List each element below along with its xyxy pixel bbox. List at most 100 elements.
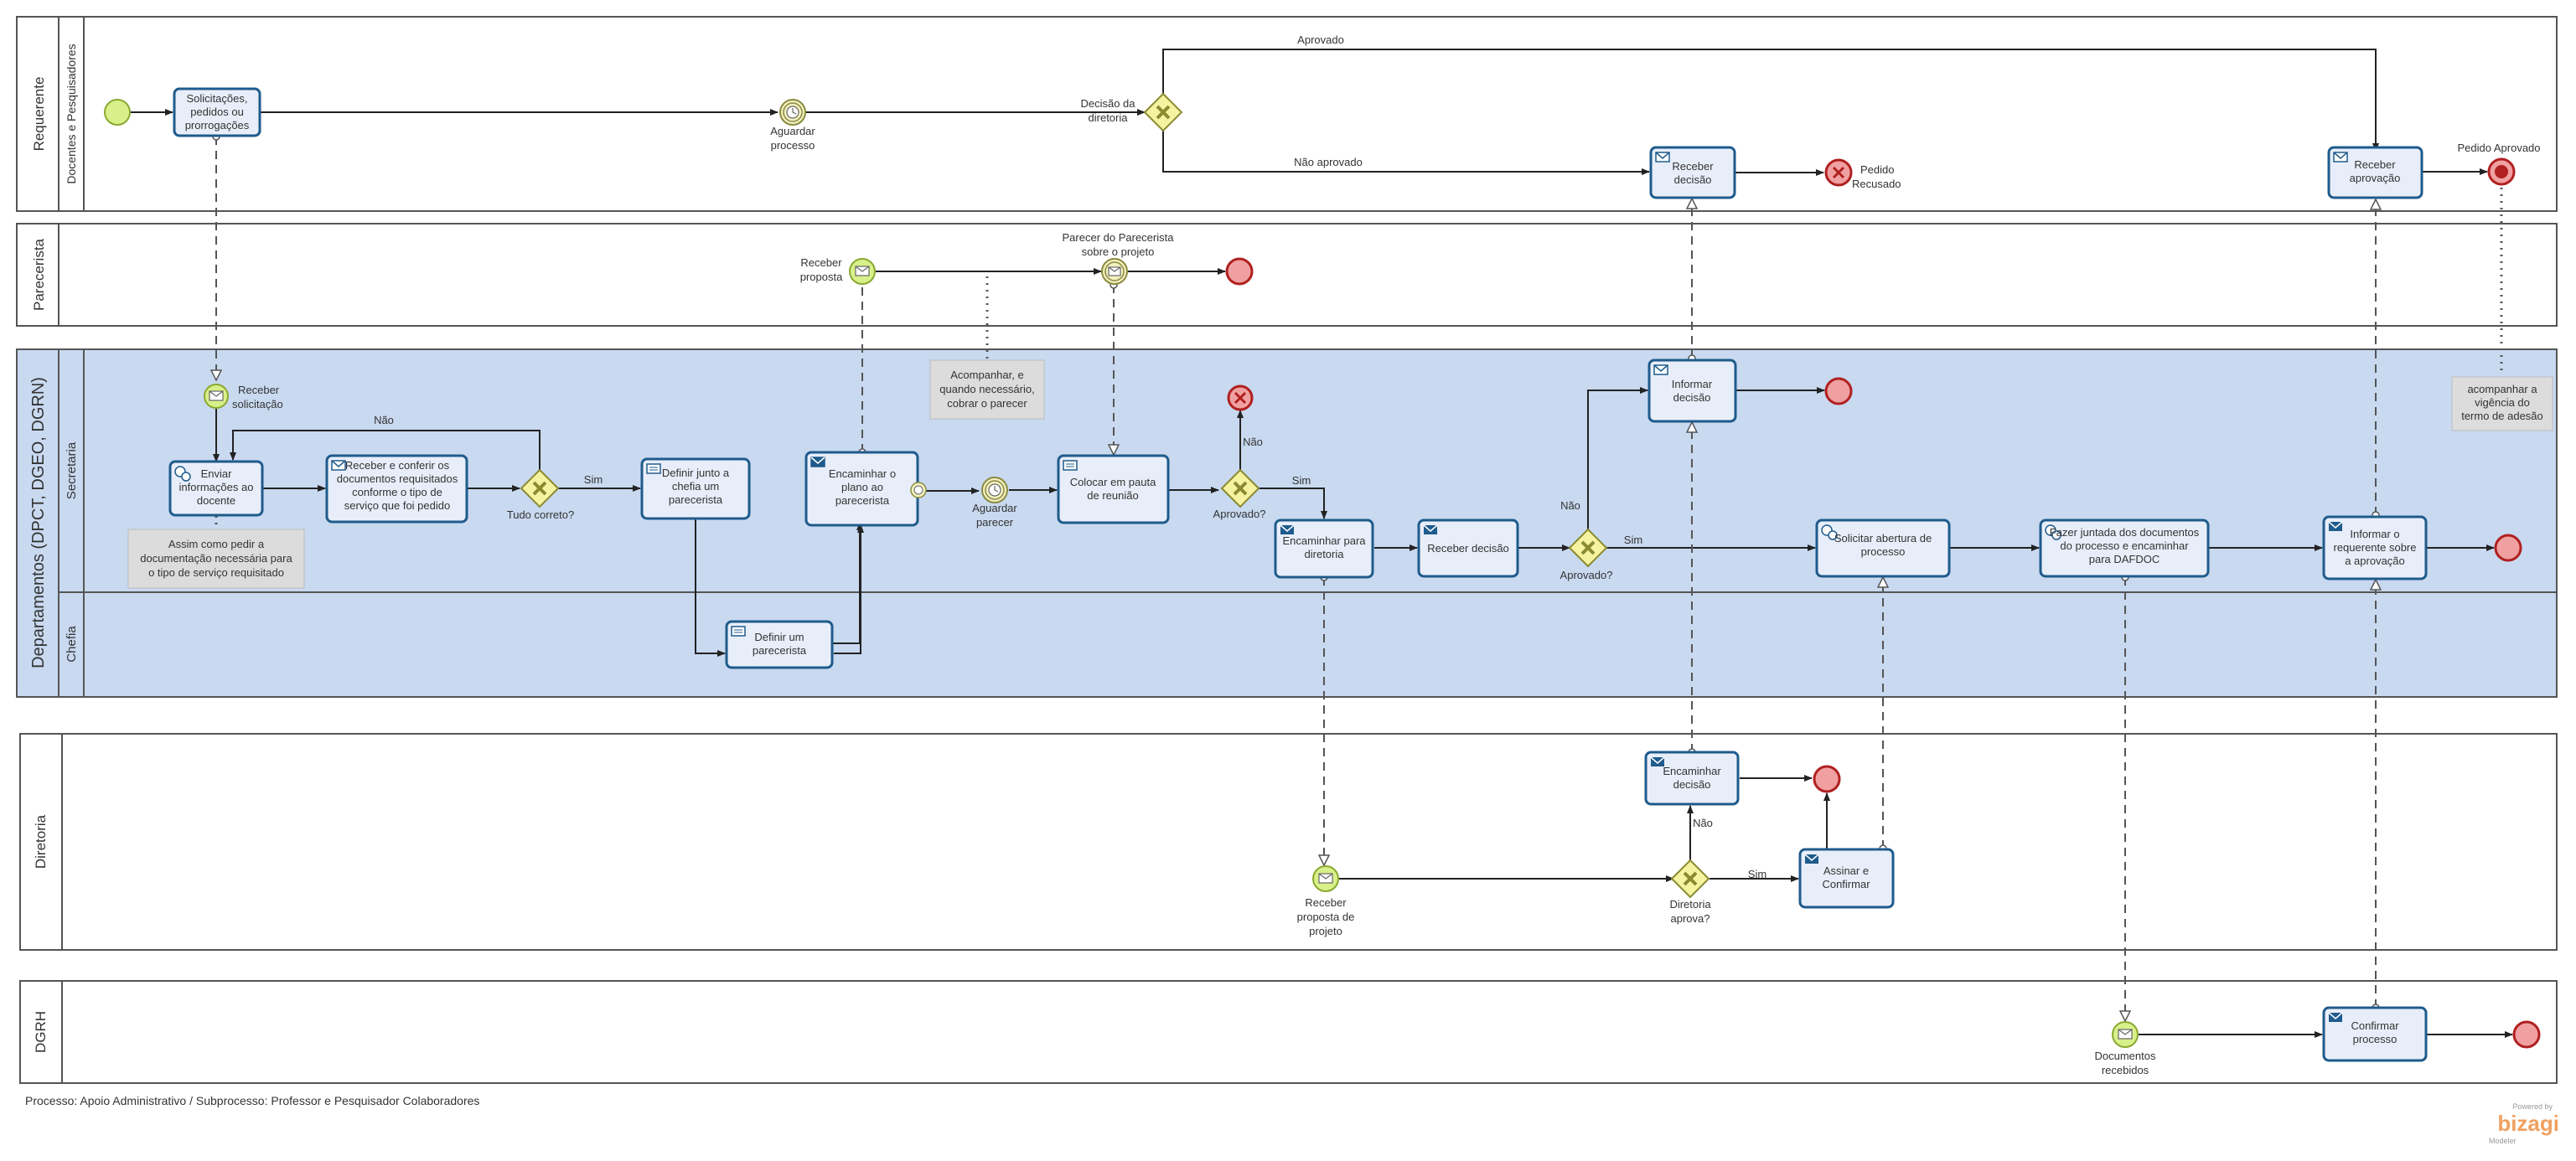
gateway-diretoria-aprova[interactable] (1670, 859, 1710, 899)
lane-title-chefia: Chefia (65, 626, 79, 663)
svg-text:informações ao: informações ao (179, 481, 254, 493)
svg-text:serviço que foi pedido: serviço que foi pedido (344, 499, 450, 512)
svg-text:para DAFDOC: para DAFDOC (2089, 553, 2160, 565)
event-label-pedido-aprovado: Pedido Aprovado (2457, 142, 2540, 154)
end-event-informar-decisao[interactable] (1824, 377, 1853, 405)
task-receber-decisao-requerente[interactable]: Receber decisão (1649, 146, 1736, 199)
svg-text:Receber decisão: Receber decisão (1427, 542, 1509, 555)
task-confirmar-processo[interactable]: Confirmar processo (2322, 1006, 2428, 1062)
start-event-requerente[interactable] (104, 99, 131, 126)
start-event-receber-proposta[interactable] (849, 258, 876, 285)
task-informar-decisao[interactable]: Informar decisão (1648, 359, 1737, 423)
svg-text:diretoria: diretoria (1305, 548, 1345, 560)
task-informar-requerente[interactable]: Informar o requerente sobre a aprovação (2322, 515, 2428, 580)
svg-text:prorrogações: prorrogações (185, 119, 250, 132)
svg-text:cobrar o parecer: cobrar o parecer (947, 397, 1027, 410)
svg-text:requerente sobre: requerente sobre (2333, 541, 2416, 554)
footer-process-label: Processo: Apoio Administrativo / Subproc… (25, 1094, 479, 1107)
event-label-receber-proposta-projeto-2: proposta de (1297, 911, 1355, 923)
svg-text:plano ao: plano ao (841, 481, 883, 493)
svg-text:Solicitações,: Solicitações, (187, 92, 248, 105)
error-end-event-pedido-recusado[interactable] (1824, 158, 1853, 187)
end-event-diretoria[interactable] (1813, 765, 1841, 793)
gateway-aprovado-1[interactable] (1220, 468, 1260, 508)
task-colocar-pauta[interactable]: Colocar em pauta de reunião (1057, 454, 1170, 524)
event-label-parecer-2: sobre o projeto (1082, 245, 1155, 258)
flow-label-nao-aprovado: Não aprovado (1294, 156, 1363, 168)
gateway-label-aprovado-2: Aprovado? (1560, 569, 1613, 581)
svg-text:quando necessário,: quando necessário, (939, 383, 1034, 395)
flow-label-sim-1: Sim (584, 473, 603, 486)
end-event-parecerista[interactable] (1225, 257, 1254, 286)
task-solicitacoes[interactable]: Solicitações, pedidos ou prorrogações (173, 87, 261, 137)
error-end-event-secretaria[interactable] (1227, 384, 1254, 411)
pool-diretoria: Diretoria (19, 733, 2558, 951)
task-encaminhar-diretoria[interactable]: Encaminhar para diretoria (1274, 519, 1374, 579)
task-receber-aprovacao[interactable]: Receber aprovação (2327, 146, 2423, 199)
lane-title-docentes: Docentes e Pesquisadores (65, 44, 78, 183)
gateway-label-decisao-diretoria-2: diretoria (1089, 111, 1129, 124)
svg-text:Enviar: Enviar (201, 467, 233, 480)
flow-label-aprovado: Aprovado (1297, 34, 1344, 46)
start-event-documentos-recebidos[interactable] (2112, 1021, 2139, 1048)
svg-text:Confirmar: Confirmar (1822, 878, 1870, 890)
x-icon (1683, 871, 1698, 886)
svg-text:Assim como pedir a: Assim como pedir a (168, 538, 265, 550)
task-definir-parecerista[interactable]: Definir um parecerista (725, 620, 834, 669)
task-fazer-juntada[interactable]: Fazer juntada dos documentos do processo… (2039, 519, 2210, 578)
svg-text:decisão: decisão (1674, 173, 1712, 186)
gateway-aprovado-2[interactable] (1568, 528, 1608, 568)
envelope-icon (2333, 152, 2348, 163)
event-label-receber-solicitacao-2: solicitação (232, 398, 283, 410)
boundary-timer-event[interactable] (910, 482, 927, 498)
svg-text:o tipo de serviço requisitado: o tipo de serviço requisitado (148, 566, 284, 579)
task-definir-junto-chefia[interactable]: Definir junto a chefia um parecerista (640, 457, 751, 520)
gears-icon (2045, 524, 2061, 540)
gateway-label-aprovado-1: Aprovado? (1213, 508, 1266, 520)
message-flows (216, 137, 2376, 1021)
message-event-parecer[interactable] (1101, 258, 1128, 285)
x-icon (1156, 105, 1171, 120)
task-solicitar-abertura[interactable]: Solicitar abertura de processo (1815, 519, 1951, 578)
pool-title-requerente: Requerente (31, 77, 47, 152)
start-event-receber-solicitacao[interactable] (204, 384, 229, 409)
event-label-receber-proposta-projeto-1: Receber (1305, 896, 1347, 909)
svg-text:parecerista: parecerista (835, 494, 890, 507)
task-receber-conferir[interactable]: Receber e conferir os documentos requisi… (325, 454, 468, 524)
svg-text:decisão: decisão (1673, 391, 1711, 404)
envelope-filled-icon (1650, 756, 1665, 766)
task-assinar-confirmar[interactable]: Assinar e Confirmar (1798, 848, 1895, 909)
event-label-aguardar-processo-1: Aguardar (770, 125, 815, 137)
form-icon (1063, 460, 1078, 471)
task-encaminhar-plano[interactable]: Encaminhar o plano ao parecerista (804, 451, 919, 527)
timer-event-aguardar-processo[interactable] (779, 99, 806, 126)
gateway-tudo-correto[interactable] (520, 468, 560, 508)
timer-event-aguardar-parecer[interactable] (981, 477, 1008, 503)
end-event-dgrh[interactable] (2512, 1020, 2541, 1049)
task-encaminhar-decisao[interactable]: Encaminhar decisão (1644, 751, 1740, 806)
event-label-pedido-recusado-2: Recusado (1852, 178, 1901, 190)
end-event-secretaria-final[interactable] (2494, 534, 2522, 562)
task-receber-decisao-secretaria[interactable]: Receber decisão (1417, 519, 1519, 578)
svg-text:termo de adesão: termo de adesão (2461, 410, 2543, 422)
pool-parecerista: Parecerista (16, 223, 2558, 327)
svg-text:chefia um: chefia um (672, 480, 719, 493)
end-event-pedido-aprovado[interactable] (2487, 157, 2516, 186)
x-icon (1234, 391, 1247, 405)
task-enviar-informacoes[interactable]: Enviar informações ao docente (168, 460, 264, 517)
flow-label-nao-4: Não (1693, 817, 1713, 829)
event-label-receber-proposta-projeto-3: projeto (1309, 925, 1342, 937)
bizagi-logo-text: bizagi (2497, 1111, 2559, 1136)
gateway-decisao-diretoria[interactable] (1143, 92, 1183, 132)
envelope-filled-icon (2328, 521, 2343, 531)
svg-text:processo: processo (2353, 1033, 2398, 1045)
envelope-filled-icon (2328, 1012, 2343, 1022)
envelope-icon (2118, 1029, 2133, 1040)
svg-text:conforme o tipo de: conforme o tipo de (352, 486, 442, 498)
svg-text:Encaminhar: Encaminhar (1663, 765, 1721, 777)
gateway-label-diretoria-aprova-2: aprova? (1671, 912, 1710, 925)
start-event-receber-proposta-projeto[interactable] (1312, 865, 1339, 892)
svg-text:documentos requisitados: documentos requisitados (337, 472, 458, 485)
svg-text:Receber: Receber (2354, 158, 2396, 171)
